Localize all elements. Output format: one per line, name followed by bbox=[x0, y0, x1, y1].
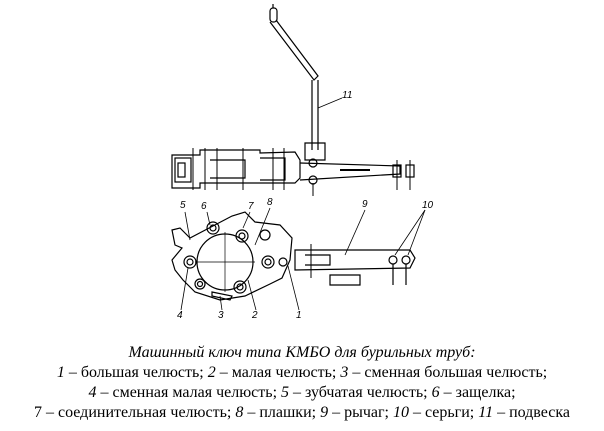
plan-view bbox=[171, 211, 416, 301]
caption-num: 2 bbox=[207, 364, 216, 381]
caption-text: – сменная большая челюсть; bbox=[348, 364, 548, 381]
caption-text: – серьги; bbox=[408, 404, 479, 421]
callout-8: 8 bbox=[267, 197, 273, 208]
caption-text: – сменная малая челюсть; bbox=[96, 384, 282, 401]
callout-10: 10 bbox=[422, 200, 434, 211]
caption-num: 7 bbox=[33, 404, 42, 421]
caption-text: – малая челюсть; bbox=[215, 364, 341, 381]
caption-text: – рычаг; bbox=[328, 404, 393, 421]
caption-num: 1 bbox=[56, 364, 65, 381]
caption-text: – подвеска bbox=[493, 404, 570, 421]
callout-4: 4 bbox=[177, 310, 183, 321]
caption-num: 5 bbox=[281, 384, 290, 401]
callout-5: 5 bbox=[180, 200, 186, 211]
caption-num: 9 bbox=[320, 404, 329, 421]
hanger-assembly bbox=[269, 4, 326, 161]
callout-11: 11 bbox=[342, 90, 352, 101]
caption-text: – защелка; bbox=[439, 384, 516, 401]
kmbo-wrench-drawing: 1 2 3 4 5 6 7 8 9 10 11 bbox=[171, 4, 434, 321]
caption-num: 11 bbox=[478, 404, 494, 421]
callout-6: 6 bbox=[201, 201, 207, 212]
caption-num: 3 bbox=[340, 364, 349, 381]
caption-text: – плашки; bbox=[243, 404, 321, 421]
caption-text: – соединительная челюсть; bbox=[41, 404, 236, 421]
callout-2: 2 bbox=[251, 310, 258, 321]
caption-title: Машинный ключ типа КМБО для бурильных тр… bbox=[128, 344, 476, 361]
caption-line-3: 7 – соединительная челюсть; 8 – плашки; … bbox=[0, 403, 604, 423]
caption-line-1: 1 – большая челюсть; 2 – малая челюсть; … bbox=[0, 363, 604, 383]
caption-text: – большая челюсть; bbox=[64, 364, 208, 381]
callout-3: 3 bbox=[218, 310, 224, 321]
top-view bbox=[171, 148, 415, 196]
caption-text: – зубчатая челюсть; bbox=[289, 384, 432, 401]
callout-9: 9 bbox=[362, 199, 368, 210]
callout-1: 1 bbox=[296, 310, 302, 321]
caption-line-2: 4 – сменная малая челюсть; 5 – зубчатая … bbox=[0, 383, 604, 403]
leader-lines bbox=[180, 97, 426, 311]
caption-num: 10 bbox=[392, 404, 409, 421]
caption-num: 6 bbox=[431, 384, 440, 401]
callout-7: 7 bbox=[248, 201, 254, 212]
caption-num: 4 bbox=[88, 384, 97, 401]
caption-num: 8 bbox=[235, 404, 244, 421]
